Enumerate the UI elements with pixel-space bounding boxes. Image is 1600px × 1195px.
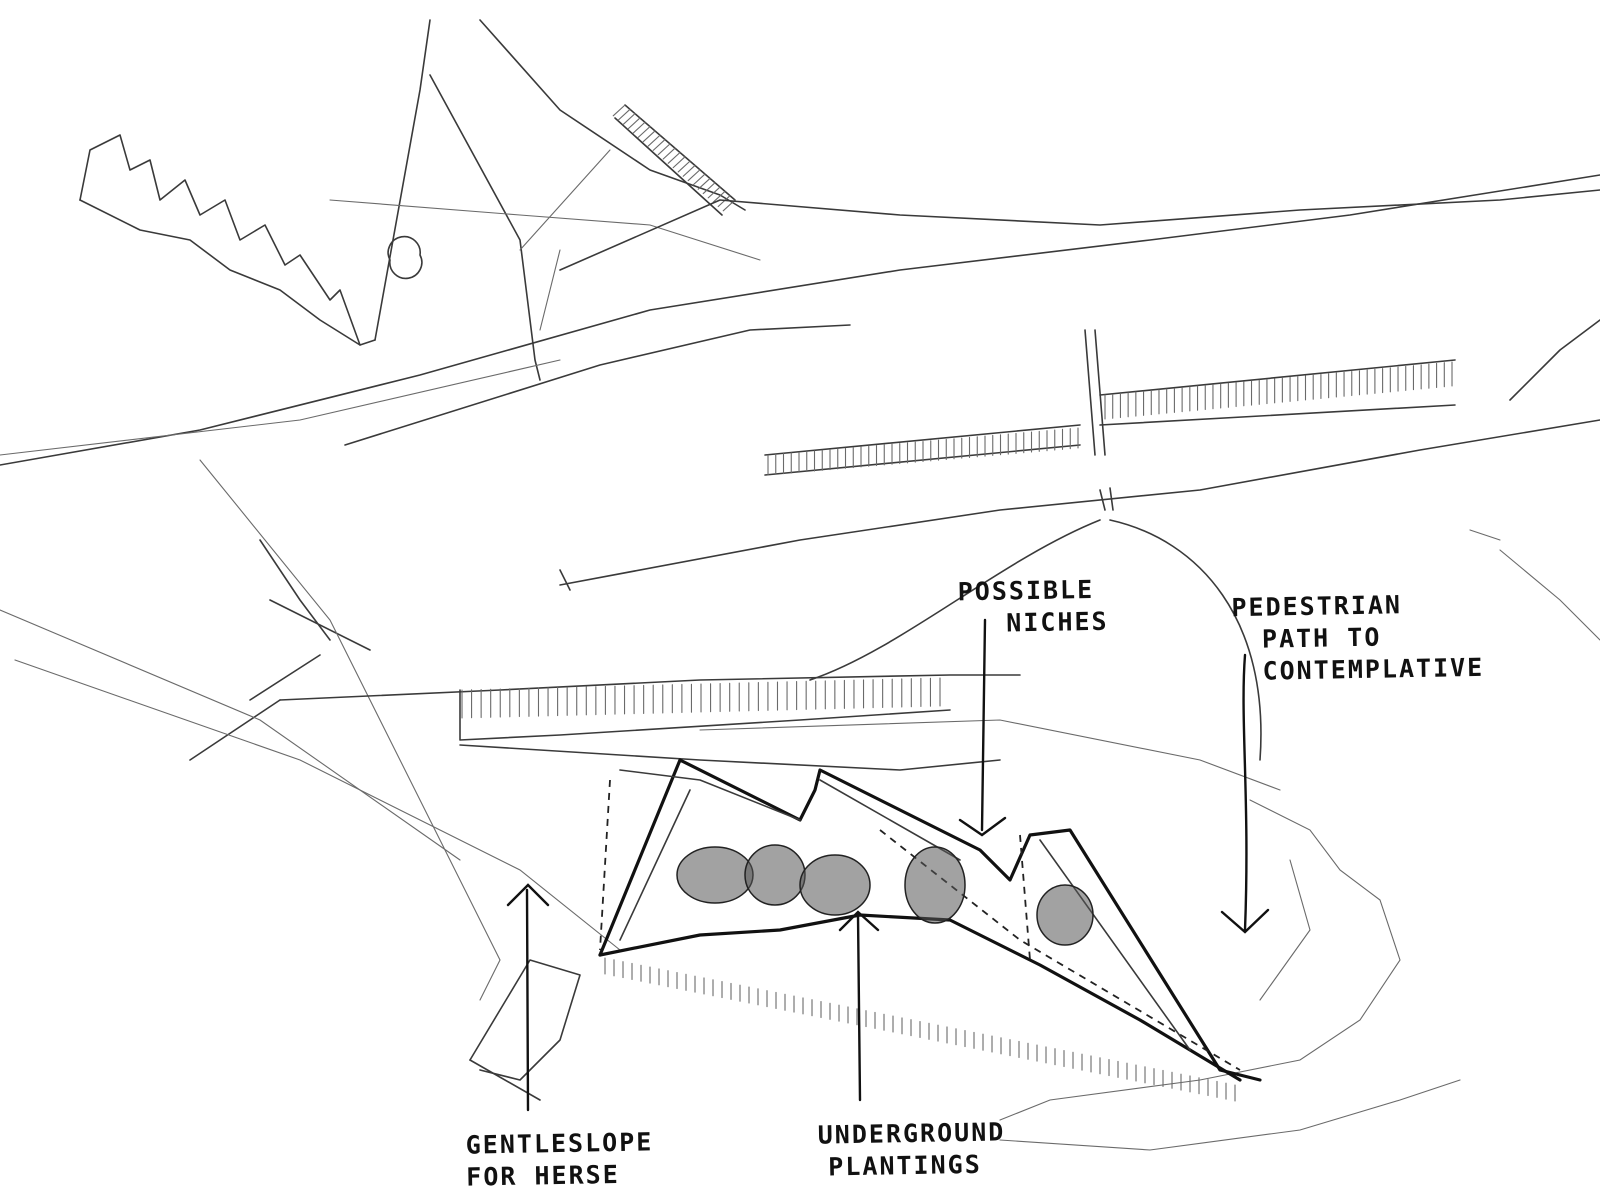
pedestrian-arrow bbox=[1220, 653, 1270, 934]
hatch-tick bbox=[707, 186, 721, 199]
planting-blob bbox=[904, 846, 966, 924]
label-line: FOR HERSE bbox=[466, 1159, 620, 1192]
hatch-tick bbox=[627, 117, 641, 130]
plantings-arrow bbox=[838, 910, 880, 1102]
label-line: CONTEMPLATIVE bbox=[1262, 652, 1485, 686]
label-line: PEDESTRIAN bbox=[1231, 590, 1403, 623]
hatch-tick bbox=[697, 177, 711, 190]
planting-blobs bbox=[676, 844, 1094, 946]
label-line: POSSIBLE bbox=[957, 574, 1095, 607]
hatch-tick bbox=[712, 190, 726, 203]
hatch-tick bbox=[632, 121, 646, 134]
label-line: GENTLESLOPE bbox=[465, 1127, 654, 1160]
hatch-tick bbox=[612, 104, 626, 117]
planting-blob bbox=[799, 854, 871, 916]
hatched-walls bbox=[559, 329, 1456, 591]
hatch-tick bbox=[642, 130, 656, 143]
slope-arrow bbox=[506, 883, 550, 1112]
planting-blob bbox=[744, 844, 806, 906]
label-line: UNDERGROUND bbox=[817, 1117, 1006, 1150]
hatch-tick bbox=[622, 113, 636, 125]
label-line: PLANTINGS bbox=[828, 1149, 982, 1182]
hatch-tick bbox=[672, 156, 686, 169]
hatch-tick bbox=[682, 164, 696, 177]
hatch-tick bbox=[692, 173, 706, 186]
planting-blob bbox=[676, 846, 754, 904]
hatch-tick bbox=[657, 143, 671, 156]
label-line: NICHES bbox=[1006, 606, 1109, 638]
hatch-tick bbox=[662, 147, 676, 160]
ridge-lines bbox=[0, 174, 1600, 586]
hatch-tick bbox=[637, 126, 651, 138]
underground-plantings-label: UNDERGROUND PLANTINGS bbox=[817, 1116, 1006, 1183]
hatch-tick bbox=[647, 134, 661, 147]
niches-arrow bbox=[958, 618, 1007, 837]
hatch-tick bbox=[687, 169, 701, 182]
gentle-slope-label: GENTLESLOPE FOR HERSE bbox=[465, 1126, 654, 1193]
possible-niches-label: POSSIBLE NICHES bbox=[957, 574, 1108, 641]
hatch-tick bbox=[667, 151, 681, 164]
label-line: PATH TO bbox=[1261, 622, 1382, 654]
hatch-tick bbox=[677, 160, 691, 173]
hatch-tick bbox=[617, 108, 631, 121]
upper-stair bbox=[612, 104, 736, 216]
hatch-tick bbox=[702, 182, 716, 195]
annotation-arrows bbox=[506, 618, 1270, 1112]
pedestrian-path-label: PEDESTRIAN PATH TO CONTEMPLATIVE bbox=[1231, 588, 1484, 688]
planting-blob bbox=[1036, 884, 1094, 946]
hatch-tick bbox=[652, 138, 666, 151]
upper-terrain bbox=[79, 19, 761, 381]
niche-structure bbox=[469, 758, 1262, 1102]
lower-terrain bbox=[0, 459, 1600, 1151]
